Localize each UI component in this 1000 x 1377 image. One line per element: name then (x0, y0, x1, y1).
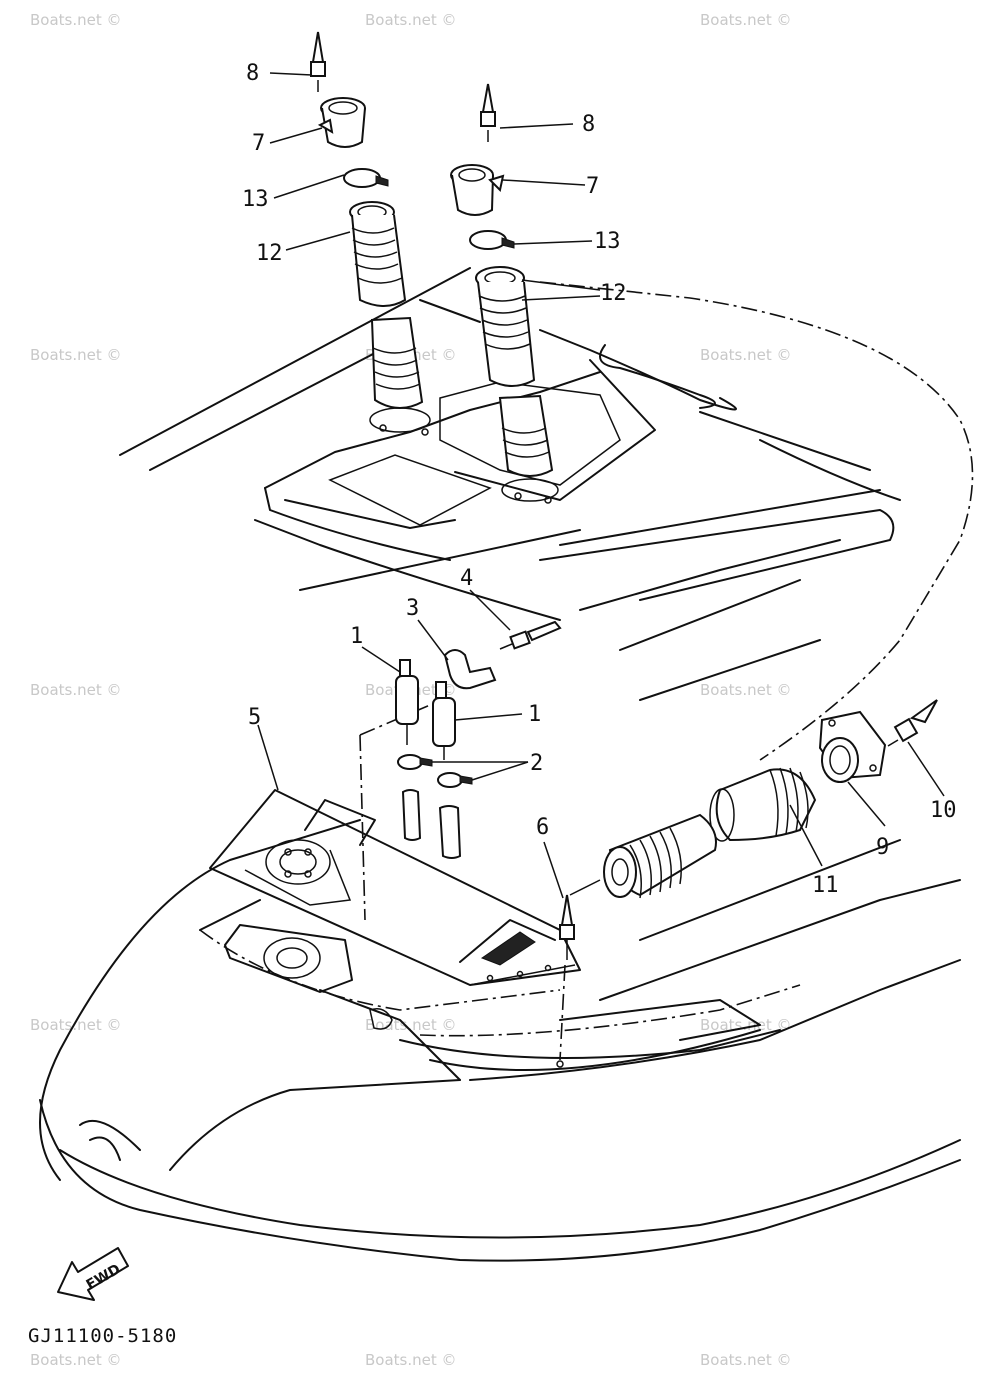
watermarks: Boats.net © Boats.net © Boats.net © Boat… (30, 11, 792, 1369)
callout-11: 11 (812, 873, 839, 898)
watermark: Boats.net © (365, 1351, 457, 1369)
callout-7: 7 (586, 174, 599, 199)
forward-direction-arrow: FWD (57, 1247, 129, 1301)
callout-6: 6 (536, 815, 549, 840)
watermark: Boats.net © (700, 681, 792, 699)
watermark: Boats.net © (365, 11, 457, 29)
callout-12: 12 (600, 281, 627, 306)
upper-right-duct-stack (450, 83, 559, 504)
hose-fittings (395, 620, 562, 859)
watermark: Boats.net © (30, 346, 122, 364)
side-duct-assembly (556, 699, 938, 1068)
upper-left-duct-stack (310, 31, 431, 436)
watermark: Boats.net © (700, 346, 792, 364)
callout-4: 4 (460, 566, 473, 591)
watermark: Boats.net © (30, 11, 122, 29)
callout-9: 9 (876, 835, 889, 860)
upper-deck-outline (119, 267, 974, 761)
callout-5: 5 (248, 705, 261, 730)
watermark: Boats.net © (700, 1016, 792, 1034)
watermark: Boats.net © (30, 1351, 122, 1369)
leader-lines (257, 72, 945, 899)
watermark: Boats.net © (365, 1016, 457, 1034)
callout-3: 3 (406, 596, 419, 621)
diagram-code: GJ11100-5180 (28, 1325, 177, 1347)
callout-1: 1 (350, 624, 363, 649)
watermark: Boats.net © (30, 1016, 122, 1034)
callout-13: 13 (594, 229, 621, 254)
callout-7: 7 (252, 131, 265, 156)
callout-12: 12 (256, 241, 283, 266)
callout-numbers: 8 7 13 12 8 7 13 12 4 3 1 1 2 5 6 11 9 1… (242, 61, 957, 898)
watermark: Boats.net © (700, 1351, 792, 1369)
callout-10: 10 (930, 798, 957, 823)
watermark: Boats.net © (700, 11, 792, 29)
callout-8: 8 (582, 112, 595, 137)
callout-1: 1 (528, 702, 541, 727)
watermark: Boats.net © (30, 681, 122, 699)
callout-2: 2 (530, 751, 543, 776)
callout-8: 8 (246, 61, 259, 86)
cover-plate (209, 704, 581, 993)
callout-13: 13 (242, 187, 269, 212)
